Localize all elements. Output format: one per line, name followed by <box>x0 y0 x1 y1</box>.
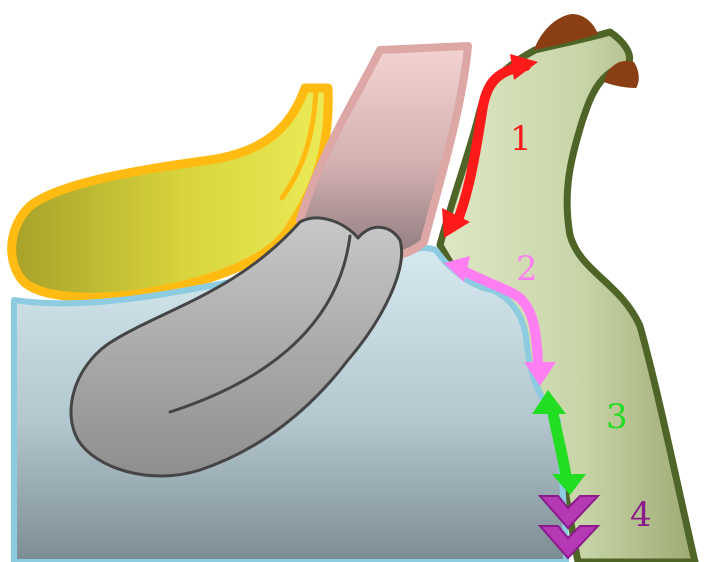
label-4: 4 <box>630 495 652 535</box>
label-2: 2 <box>516 249 538 289</box>
label-3: 3 <box>606 397 628 437</box>
label-1: 1 <box>510 119 532 159</box>
